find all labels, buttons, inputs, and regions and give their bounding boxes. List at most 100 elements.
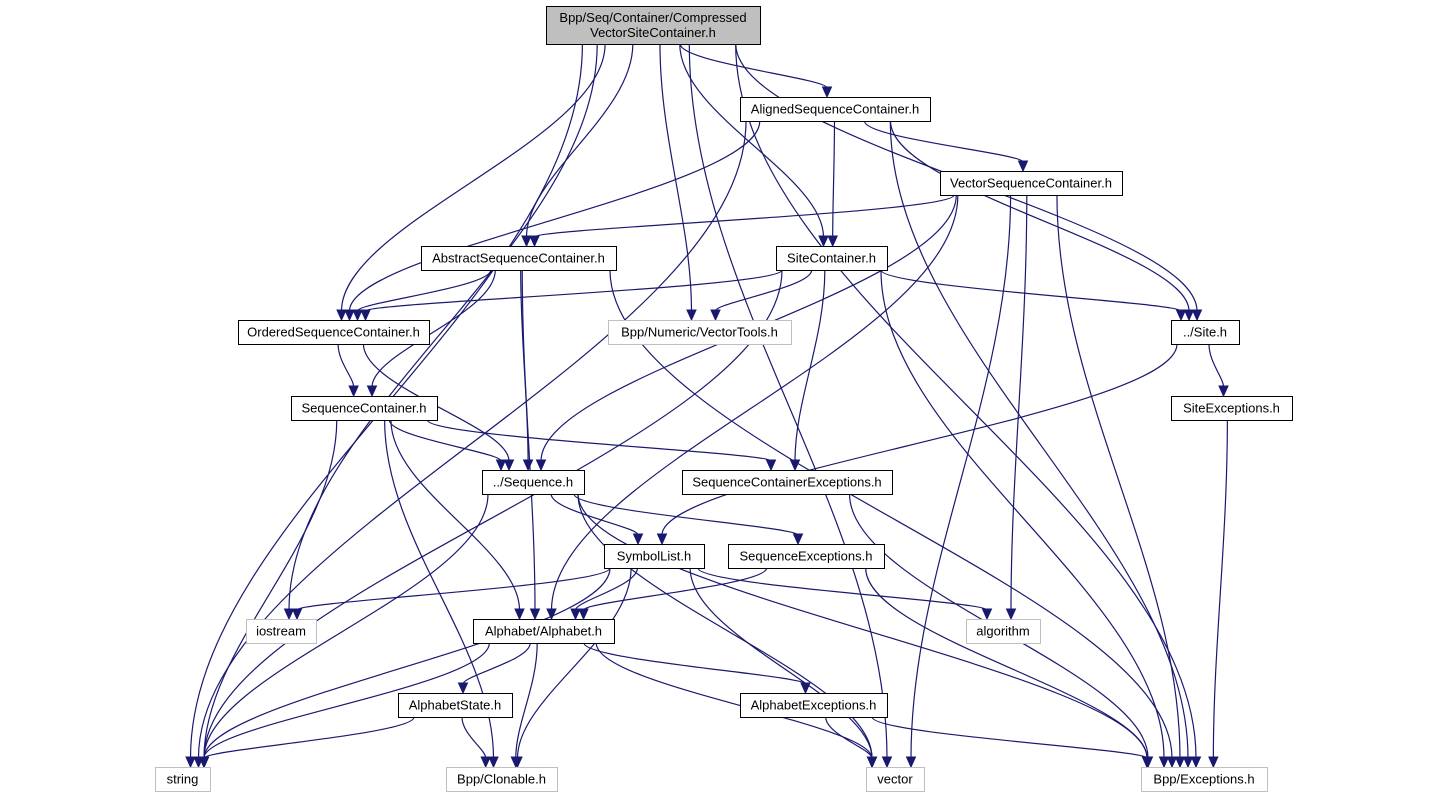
node-aligned[interactable]: AlignedSequenceContainer.h [740,97,931,122]
arrowhead-symbollist-to-algorithm [981,608,993,621]
node-vectortools: Bpp/Numeric/VectorTools.h [608,320,792,345]
arrowhead-abstractseq-to-ordered [352,309,363,322]
arrowhead-seqcontainer-to-alphabet [514,608,525,621]
arrowhead-alphstate-to-string [198,756,210,769]
arrowhead-vectorseq-to-exceptions [1174,756,1186,769]
node-abstractseq[interactable]: AbstractSequenceContainer.h [421,246,617,271]
edges-layer [185,43,1229,769]
edge-sitecontainer-to-ordered [364,269,783,312]
edge-aligned-to-sitecontainer [832,120,836,238]
node-label-vector: vector [877,772,913,787]
edge-alphabet-to-alphstate [462,642,531,685]
edge-symbollist-to-string [203,567,611,759]
node-box-aligned [740,97,931,122]
arrowhead-alphabet-to-clonable [510,756,522,769]
edge-sequence-to-exceptions [577,493,1148,759]
arrowhead-alphabet-to-alphexc [800,682,811,695]
arrowhead-ordered-to-seqcontainer [348,385,359,398]
edge-sequence-to-seqexc [573,493,799,536]
edge-symbollist-to-alphabet [574,567,639,611]
arrowhead-aligned-to-vectorseq [1017,160,1029,173]
edge-root-to-exceptions [735,43,1197,759]
arrowhead-root-to-ordered [336,309,347,322]
node-box-iostream [246,619,317,644]
node-label-symbollist: SymbolList.h [617,549,691,564]
node-root[interactable]: Bpp/Seq/Container/CompressedVectorSiteCo… [546,6,761,45]
node-box-algorithm [966,619,1041,644]
node-box-sitecontainer [776,246,888,271]
edge-alphabet-to-clonable [515,642,538,759]
arrowhead-symbollist-to-alphabet [570,608,581,621]
arrowhead-sitecontainer-to-vectortools [710,309,721,322]
node-box-symbollist [604,544,705,569]
node-sitecontainer[interactable]: SiteContainer.h [776,246,888,271]
arrowhead-seqexc-to-alphabet [578,608,589,621]
node-clonable: Bpp/Clonable.h [446,767,558,792]
node-label-root: Bpp/Seq/Container/Compressed [559,10,746,25]
node-label-root: VectorSiteContainer.h [590,25,716,40]
node-box-seqexc [728,544,885,569]
node-label-abstractseq: AbstractSequenceContainer.h [432,251,605,266]
arrowhead-aligned-to-site [1183,309,1195,322]
node-label-vectorseq: VectorSequenceContainer.h [950,176,1112,191]
edge-alphabet-to-vector [595,642,873,759]
node-box-alphstate [398,693,513,718]
node-box-vector [866,767,925,792]
arrowhead-alphexc-to-vector [866,756,878,769]
node-alphstate[interactable]: AlphabetState.h [398,693,513,718]
arrowhead-root-to-abstractseq [521,235,532,248]
arrowhead-abstractseq-to-sequence [522,459,534,472]
edge-alphstate-to-clonable [461,716,487,759]
node-sequence[interactable]: ../Sequence.h [482,470,585,495]
arrowhead-alphstate-to-clonable [480,756,491,769]
edge-aligned-to-ordered [348,120,761,312]
edge-vectorseq-to-alphabet [550,194,959,611]
node-label-iostream: iostream [256,624,306,639]
arrowhead-sequence-to-seqexc [792,533,804,546]
arrowhead-site-to-symbollist [656,533,668,546]
node-site[interactable]: ../Site.h [1171,320,1240,345]
arrowhead-abstractseq-to-seqcontainer [366,385,378,398]
node-ordered[interactable]: OrderedSequenceContainer.h [238,320,430,345]
arrowhead-vectorseq-to-abstractseq [529,235,540,248]
node-box-vectorseq [940,171,1123,196]
node-box-string [155,767,211,792]
arrowhead-aligned-to-ordered [344,309,355,322]
edge-sequence-to-symbollist [550,493,639,536]
node-box-vectortools [608,320,792,345]
edge-alphabet-to-alphexc [583,642,807,685]
edge-alphabet-to-string [203,642,490,759]
arrowhead-aligned-to-exceptions [1182,756,1194,769]
node-iostream: iostream [246,619,317,644]
node-label-seqcontexc: SequenceContainerExceptions.h [692,475,881,490]
node-box-alphabet [473,619,615,644]
node-vectorseq[interactable]: VectorSequenceContainer.h [940,171,1123,196]
node-label-ordered: OrderedSequenceContainer.h [247,325,420,340]
edge-sitecontainer-to-exceptions [880,269,1165,759]
arrowhead-seqcontainer-to-clonable [488,756,499,769]
edge-abstractseq-to-ordered [356,269,492,312]
node-seqexc[interactable]: SequenceExceptions.h [728,544,885,569]
node-label-vectortools: Bpp/Numeric/VectorTools.h [621,325,778,340]
arrowhead-root-to-string [185,756,196,769]
node-symbollist[interactable]: SymbolList.h [604,544,705,569]
node-seqcontainer[interactable]: SequenceContainer.h [291,396,438,421]
node-label-alphabet: Alphabet/Alphabet.h [485,624,602,639]
node-box-seqcontainer [291,396,438,421]
node-siteexc[interactable]: SiteExceptions.h [1171,396,1293,421]
node-seqcontexc[interactable]: SequenceContainerExceptions.h [682,470,893,495]
edge-sequence-to-string [203,493,489,759]
edge-seqcontainer-to-alphabet [390,419,521,611]
arrowhead-sitecontainer-to-site [1175,309,1187,322]
edge-vectorseq-to-abstractseq [533,194,955,238]
arrowhead-sitecontainer-to-exceptions [1158,756,1170,769]
node-alphexc[interactable]: AlphabetExceptions.h [740,693,888,718]
edge-siteexc-to-exceptions [1212,419,1228,759]
edge-vectorseq-to-exceptions [1056,194,1181,759]
node-box-abstractseq [421,246,617,271]
arrowhead-alphexc-to-exceptions [1141,756,1153,769]
arrowhead-aligned-to-sitecontainer [827,235,838,248]
edge-aligned-to-site [889,120,1190,312]
node-alphabet[interactable]: Alphabet/Alphabet.h [473,619,615,644]
